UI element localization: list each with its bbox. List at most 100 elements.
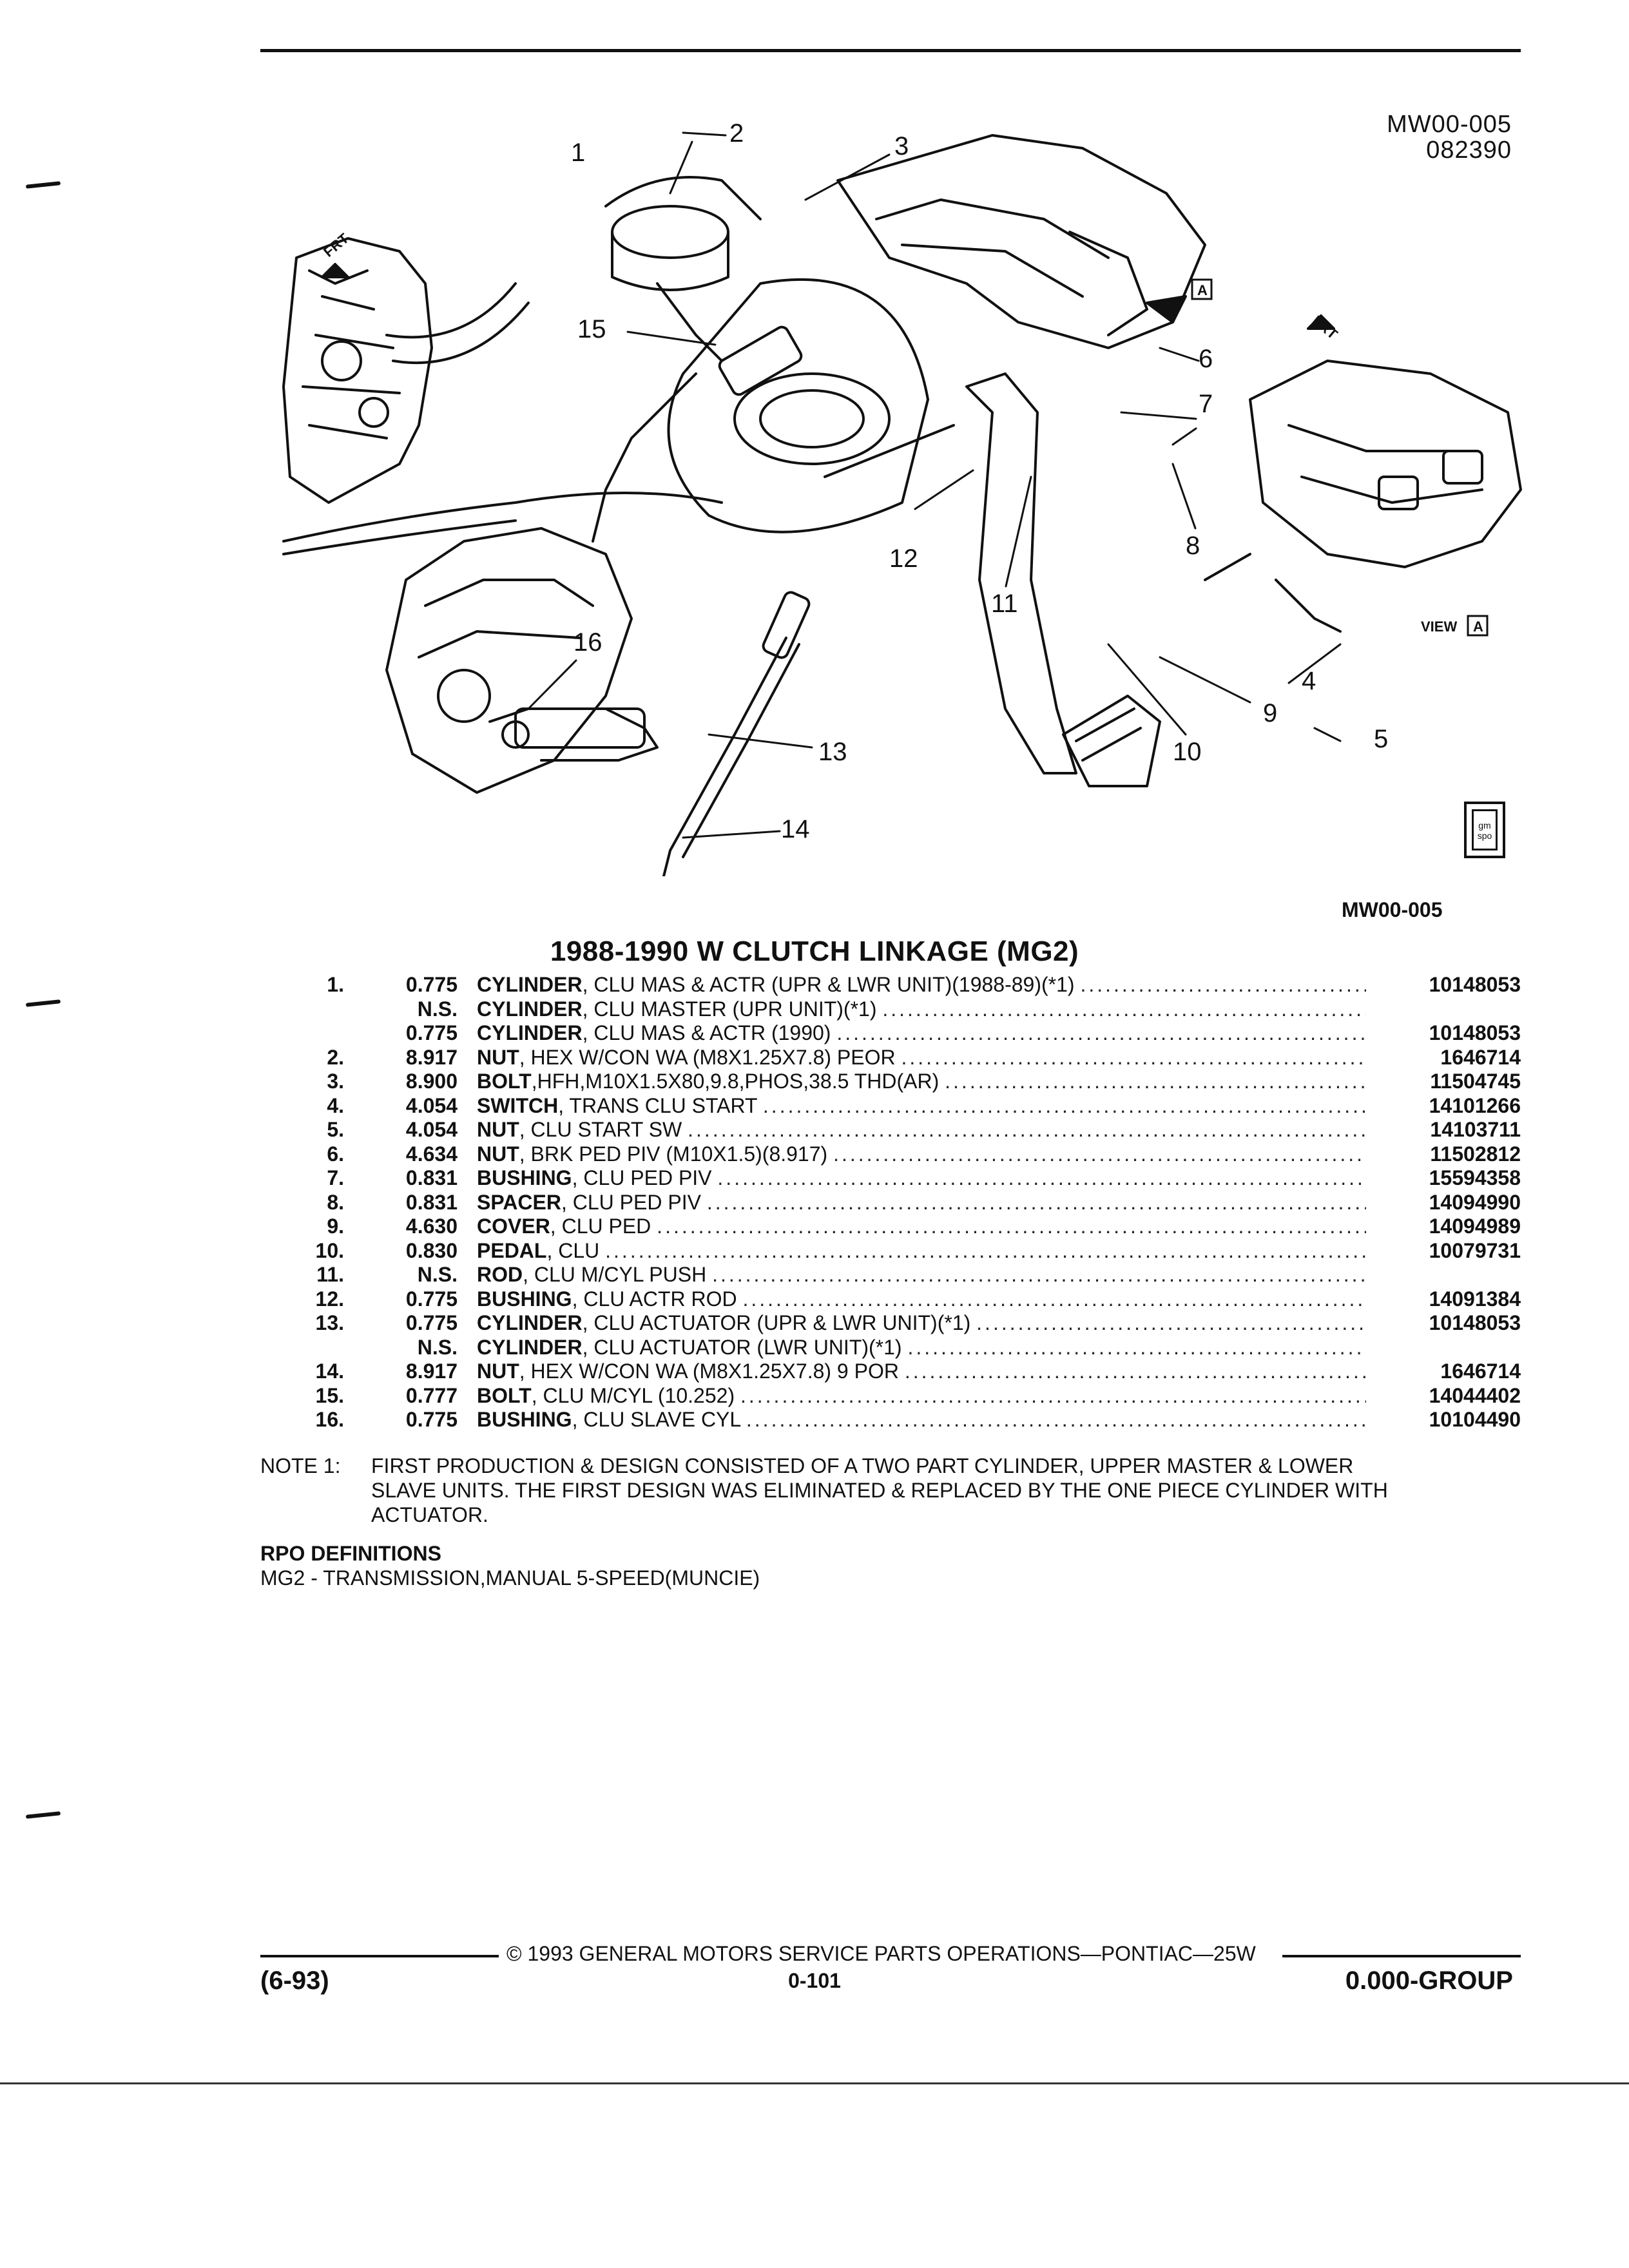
part-group-number: N.S. xyxy=(417,1263,458,1286)
leader-dots: ........................................… xyxy=(882,997,1366,1021)
footer-copyright: © 1993 GENERAL MOTORS SERVICE PARTS OPER… xyxy=(506,1942,1256,1965)
part-description: , CLU PED PIV xyxy=(572,1166,712,1189)
part-number: 1646714 xyxy=(1394,1360,1521,1384)
part-item-number: 3. xyxy=(327,1070,344,1093)
view-letter: A xyxy=(1473,619,1483,635)
frt-label: FRT xyxy=(320,230,352,260)
part-name: NUT xyxy=(477,1360,519,1383)
footer-date: (6-93) xyxy=(260,1966,329,1995)
part-number: 10104490 xyxy=(1394,1408,1521,1432)
callout-15: 15 xyxy=(577,315,606,343)
callout-10: 10 xyxy=(1173,738,1202,766)
part-description: , CLU ACTUATOR (UPR & LWR UNIT)(*1) xyxy=(582,1311,971,1334)
diagram-date-code: 082390 xyxy=(1426,137,1512,164)
part-group-number: 8.917 xyxy=(405,1045,458,1069)
part-description: , CLU M/CYL (10.252) xyxy=(531,1383,735,1407)
part-name: BOLT xyxy=(477,1070,532,1093)
part-number: 14044402 xyxy=(1394,1383,1521,1408)
rpo-line: MG2 - TRANSMISSION,MANUAL 5-SPEED(MUNCIE… xyxy=(260,1566,760,1590)
callout-12: 12 xyxy=(889,544,918,573)
margin-mark xyxy=(25,181,61,189)
view-letter-arrow: A xyxy=(1197,282,1208,298)
callout-14: 14 xyxy=(781,815,810,843)
part-description: , CLU ACTR ROD xyxy=(572,1287,737,1311)
callout-4: 4 xyxy=(1302,667,1316,695)
transmission-housing-drawing xyxy=(385,527,659,794)
part-group-number: 4.054 xyxy=(405,1118,458,1141)
leader-dots: ........................................… xyxy=(740,1383,1366,1407)
part-item-number: 2. xyxy=(327,1045,344,1069)
part-description: , CLU MAS & ACTR (1990) xyxy=(582,1021,831,1044)
part-number: 10148053 xyxy=(1394,1021,1521,1046)
part-name: CYLINDER xyxy=(477,973,583,996)
part-description: ,HFH,M10X1.5X80,9.8,PHOS,38.5 THD(AR) xyxy=(531,1070,940,1093)
callout-leaders xyxy=(527,131,1342,839)
part-number: 14094990 xyxy=(1394,1190,1521,1215)
rpo-definitions: RPO DEFINITIONS MG2 - TRANSMISSION,MANUA… xyxy=(260,1541,760,1590)
part-item-number: 14. xyxy=(315,1360,344,1383)
part-group-number: 4.634 xyxy=(405,1142,458,1166)
part-description: , CLU M/CYL PUSH xyxy=(523,1263,707,1286)
part-group-number: 0.775 xyxy=(405,1408,458,1431)
callout-8: 8 xyxy=(1186,532,1200,560)
part-group-number: 0.775 xyxy=(405,1021,458,1044)
part-name: SPACER xyxy=(477,1190,561,1214)
frt-label: FRT xyxy=(1309,312,1341,343)
part-group-number: N.S. xyxy=(417,1335,458,1359)
part-row: N.S.CYLINDER, CLU MASTER (UPR UNIT)(*1) … xyxy=(258,997,1521,1022)
part-description: , CLU MASTER (UPR UNIT)(*1) xyxy=(582,997,877,1021)
part-name: SWITCH xyxy=(477,1093,559,1117)
part-name: CYLINDER xyxy=(477,1335,583,1359)
part-description: , CLU PED PIV xyxy=(561,1190,701,1214)
note-label: NOTE 1: xyxy=(260,1454,341,1477)
clutch-linkage-diagram: 1 2 3 15 6 7 8 12 11 4 5 9 10 13 14 16 F… xyxy=(282,119,1522,876)
part-item-number: 7. xyxy=(327,1166,344,1189)
part-description: , CLU xyxy=(546,1238,600,1262)
reservoir-drawing xyxy=(592,176,803,543)
part-group-number: 8.900 xyxy=(405,1070,458,1093)
part-description: , BRK PED PIV (M10X1.5)(8.917) xyxy=(519,1142,828,1166)
part-name: NUT xyxy=(477,1118,519,1141)
callout-1: 1 xyxy=(571,139,585,167)
part-item-number: 4. xyxy=(327,1093,344,1117)
callout-5: 5 xyxy=(1374,725,1388,753)
leader-dots: ........................................… xyxy=(901,1045,1367,1069)
part-name: PEDAL xyxy=(477,1238,547,1262)
part-group-number: 0.777 xyxy=(405,1383,458,1407)
diagram-code: MW00-005 xyxy=(1387,111,1512,138)
part-item-number: 8. xyxy=(327,1190,344,1214)
part-item-number: 13. xyxy=(315,1311,344,1334)
leader-dots: ........................................… xyxy=(833,1142,1366,1166)
callout-numbers: 1 2 3 15 6 7 8 12 11 4 5 9 10 13 14 16 xyxy=(571,119,1388,843)
part-item-number: 15. xyxy=(315,1383,344,1407)
part-description: , TRANS CLU START xyxy=(558,1093,758,1117)
leader-dots: ........................................… xyxy=(605,1238,1366,1262)
leader-dots: ........................................… xyxy=(746,1408,1366,1431)
part-description: , CLU MAS & ACTR (UPR & LWR UNIT)(1988-8… xyxy=(582,973,1075,996)
part-number: 11502812 xyxy=(1394,1142,1521,1166)
part-row: 3. 8.900 BOLT,HFH,M10X1.5X80,9.8,PHOS,38.5… xyxy=(258,1070,1521,1094)
engine-drawing xyxy=(282,237,723,555)
part-description: , CLU SLAVE CYL xyxy=(572,1408,740,1431)
leader-dots: ........................................… xyxy=(945,1070,1366,1093)
callout-6: 6 xyxy=(1199,345,1213,373)
note-line: ACTUATOR. xyxy=(371,1503,488,1526)
note-line: FIRST PRODUCTION & DESIGN CONSISTED OF A… xyxy=(371,1454,1354,1477)
leader-dots: ........................................… xyxy=(907,1335,1366,1359)
rpo-heading: RPO DEFINITIONS xyxy=(260,1542,441,1565)
part-number: 14091384 xyxy=(1394,1287,1521,1311)
push-rod-line xyxy=(824,424,955,478)
part-group-number: 4.630 xyxy=(405,1215,458,1238)
part-item-number: 11. xyxy=(316,1263,344,1286)
part-description: , CLU ACTUATOR (LWR UNIT)(*1) xyxy=(582,1335,902,1359)
leader-dots: ........................................… xyxy=(1080,973,1366,996)
